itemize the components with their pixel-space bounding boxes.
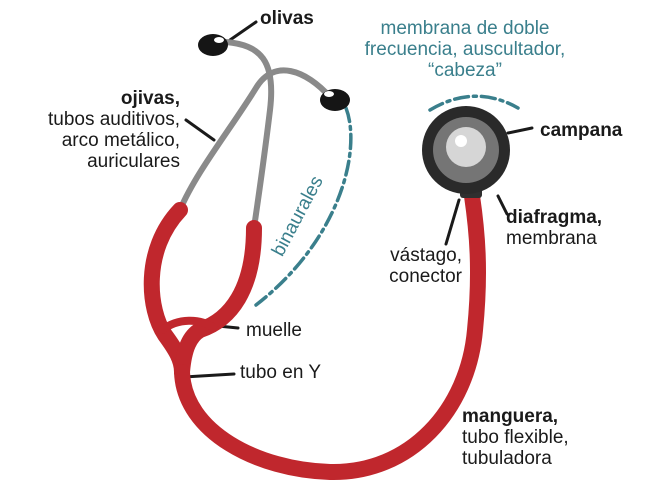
- label-tubo-y: tubo en Y: [240, 362, 322, 383]
- left-ear-tube: [177, 67, 333, 213]
- olivas-leader: [228, 20, 258, 42]
- label-campana: campana: [540, 120, 623, 141]
- vastago-leader: [444, 198, 461, 246]
- main-hose: [174, 188, 486, 481]
- bell-highlight: [455, 135, 467, 147]
- tubo-y-leader: [182, 372, 236, 379]
- ear-tips: [198, 34, 350, 111]
- ear-tip-left-shine: [214, 37, 224, 43]
- label-vastago: vástago, conector: [389, 245, 462, 287]
- ear-tip-right-shine: [324, 91, 334, 97]
- label-diafragma: diafragma, membrana: [506, 207, 603, 249]
- left-binaural-tube: [143, 202, 190, 380]
- label-ojivas: ojivas, tubos auditivos, arco metálico, …: [47, 88, 180, 172]
- label-muelle: muelle: [246, 320, 302, 341]
- right-ear-tube: [223, 39, 275, 231]
- chestpiece: [422, 106, 510, 198]
- tubing: [143, 188, 486, 481]
- membrana-bracket: [428, 94, 520, 112]
- diafragma-leader: [496, 194, 509, 216]
- right-binaural-tube: [174, 220, 262, 380]
- label-olivas: olivas: [260, 8, 314, 29]
- binaurales-bracket: [254, 106, 353, 307]
- ear-tubes: [177, 39, 333, 231]
- bell-inner: [446, 127, 486, 167]
- y-spring: [158, 316, 218, 334]
- ojivas-leader: [184, 118, 216, 142]
- ear-tip-left: [198, 34, 228, 56]
- ear-tip-right: [320, 89, 350, 111]
- label-membrana-doble: membrana de doble frecuencia, auscultado…: [364, 18, 566, 81]
- label-manguera: manguera, tubo flexible, tubuladora: [462, 406, 569, 469]
- campana-leader: [506, 126, 534, 135]
